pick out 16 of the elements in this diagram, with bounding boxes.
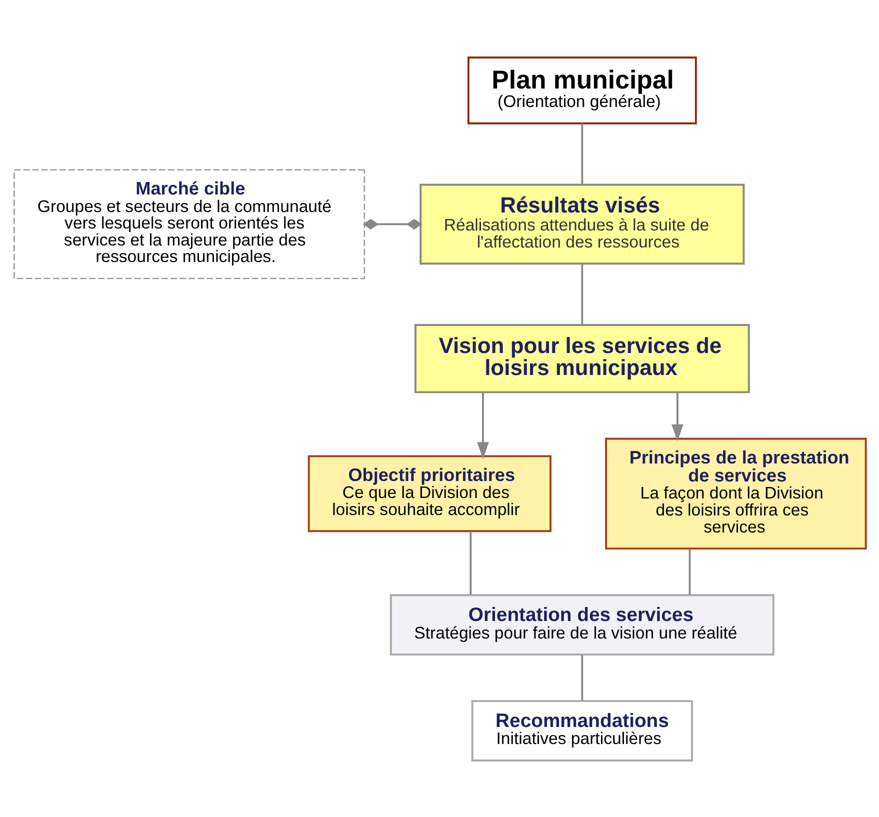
node-box: Plan municipal (Orientation générale) — [466, 56, 696, 124]
arrow — [476, 392, 488, 458]
node-box: Marché cible Groupes et secteurs de la communauté vers lesquels seront orientés les services et la majeure partie des ressources municipales. — [13, 168, 365, 279]
connector — [688, 548, 690, 595]
node-box: Orientation des services Stratégies pour faire de la vision une réalité — [389, 594, 774, 656]
arrow — [671, 392, 683, 441]
connector — [580, 654, 583, 700]
connector — [469, 530, 472, 594]
node-box: Vision pour les services de loisirs municipaux — [414, 324, 750, 393]
node-box: Principes de la prestation de services La façon dont la Division des loisirs offrira ces services — [604, 437, 866, 550]
node-box: Résultats visés Réalisations attendues à la suite de l'affectation des ressources — [419, 183, 744, 264]
connector — [362, 218, 422, 229]
node-box: Recommandations Initiatives particulières — [470, 700, 692, 761]
node-box: Objectif prioritaires Ce que la Division des loisirs souhaite accomplir — [307, 454, 551, 532]
connector — [580, 263, 583, 324]
connector — [580, 123, 583, 184]
